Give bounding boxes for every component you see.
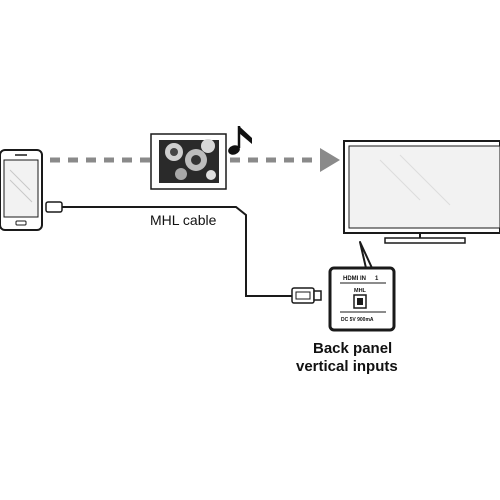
music-note-icon <box>228 126 252 155</box>
power-spec: DC 5V 900mA <box>341 317 374 323</box>
panel-caption-line2: vertical inputs <box>296 358 398 375</box>
hdmi-plug-icon <box>291 287 322 304</box>
tv-icon <box>343 140 500 244</box>
cable-label: MHL cable <box>150 212 217 228</box>
panel-caption-line1: Back panel <box>313 340 392 357</box>
port-panel-header: HDMI IN <box>343 276 366 282</box>
port-number: 1 <box>375 276 379 282</box>
mhl-cable <box>45 201 292 297</box>
photo-icon <box>150 133 227 190</box>
smartphone-icon <box>0 149 43 231</box>
callout-pointer <box>359 241 373 269</box>
port-label: MHL <box>354 288 367 294</box>
micro-usb-plug-icon <box>45 201 63 213</box>
port-panel: HDMI IN 1 MHL DC 5V 900mA <box>328 266 396 332</box>
